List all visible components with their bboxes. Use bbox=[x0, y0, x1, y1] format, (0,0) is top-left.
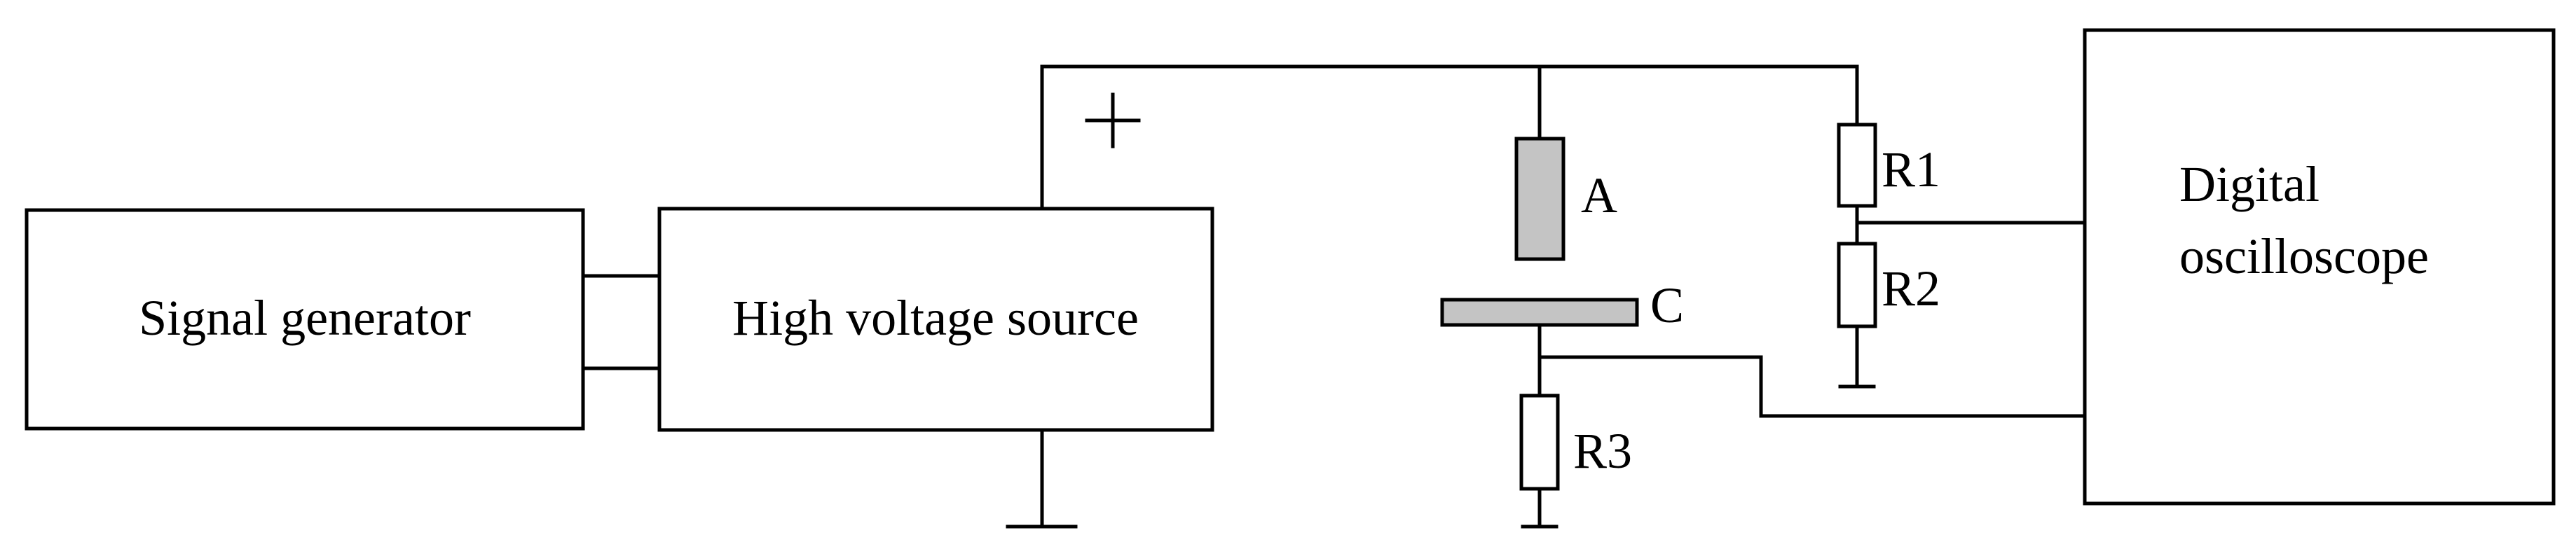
oscilloscope-label-line1: Digital bbox=[2179, 156, 2320, 212]
resistor-r2-label: R2 bbox=[1882, 260, 1940, 317]
positive-lead-wire bbox=[1040, 64, 1859, 211]
high-voltage-source-label: High voltage source bbox=[732, 290, 1139, 346]
high-voltage-source-box bbox=[657, 207, 1214, 432]
c-to-scope-wire bbox=[1537, 355, 2087, 418]
electrode-a-label: A bbox=[1581, 167, 1617, 223]
signal-generator-label: Signal generator bbox=[139, 290, 471, 346]
oscilloscope-label-line2: oscilloscope bbox=[2179, 228, 2429, 284]
electrode-a bbox=[1514, 137, 1566, 261]
signal-generator-box bbox=[25, 208, 585, 431]
resistor-r3 bbox=[1519, 394, 1560, 491]
electrode-c-label: C bbox=[1650, 277, 1684, 333]
oscilloscope-box bbox=[2083, 28, 2556, 506]
resistor-r1 bbox=[1837, 123, 1877, 208]
resistor-r1-label: R1 bbox=[1882, 141, 1940, 197]
resistor-r2 bbox=[1837, 242, 1877, 328]
resistor-r3-label: R3 bbox=[1573, 423, 1632, 479]
electrode-c bbox=[1440, 298, 1639, 327]
